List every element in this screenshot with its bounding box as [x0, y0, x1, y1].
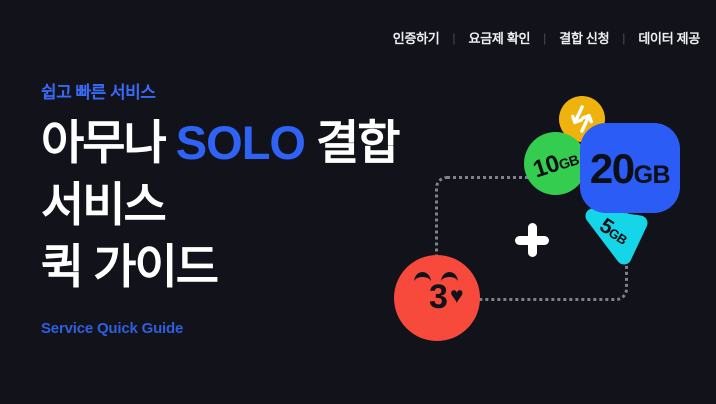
title-line-2: 서비스 [41, 178, 167, 231]
nav-separator: | [543, 30, 547, 45]
nav-item-verify[interactable]: 인증하기 [392, 31, 440, 46]
plus-icon [515, 223, 549, 257]
badge-value: 10 [529, 149, 563, 183]
title-text: 아무나 [41, 116, 176, 169]
nav-separator: | [622, 30, 626, 45]
page-title: 아무나 SOLO 결합 서비스 퀵 가이드 [41, 112, 401, 298]
title-highlight: SOLO [175, 116, 306, 169]
badge-value: 20 [589, 145, 635, 192]
badge-unit: GB [633, 161, 671, 189]
closed-eye-icon [441, 272, 458, 282]
data-badge-10gb-label: 10GB [529, 143, 581, 184]
eyebrow-text: 쉽고 빠른 서비스 [41, 83, 156, 102]
title-line-1: 아무나 SOLO 결합 [41, 112, 401, 174]
closed-eye-icon [414, 272, 431, 282]
transfer-arrows-icon [571, 105, 593, 133]
nav-item-data-provide[interactable]: 데이터 제공 [638, 31, 700, 46]
top-nav: 인증하기 | 요금제 확인 | 결합 신청 | 데이터 제공 [392, 28, 701, 47]
data-badge-5gb-shape [585, 208, 648, 265]
kiss-face-icon: 3 ♥ [394, 255, 480, 341]
title-line-3: 퀵 가이드 [41, 240, 219, 293]
heart-icon: ♥ [450, 282, 464, 308]
data-badge-10gb: 10GB [524, 132, 587, 195]
nav-separator: | [452, 30, 456, 45]
badge-unit: GB [556, 150, 581, 173]
kiss-mouth: 3 [429, 278, 448, 316]
tagline: Service Quick Guide [41, 320, 184, 337]
title-text: 결합 [304, 116, 400, 169]
nav-item-plan-check[interactable]: 요금제 확인 [468, 31, 531, 46]
nav-item-bundle-apply[interactable]: 결합 신청 [559, 31, 610, 46]
